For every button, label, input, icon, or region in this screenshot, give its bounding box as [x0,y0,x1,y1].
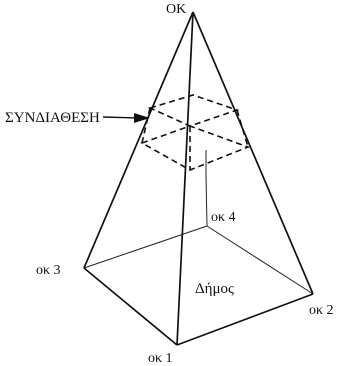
slab-bottom-face [140,125,251,171]
corner-label-ok4: οκ 4 [211,210,236,225]
edge-ok1-to-ok2 [176,293,314,346]
apex-label: ΟΚ [166,2,186,17]
cross-section-slab [140,94,251,171]
edge-ok3-to-ok4 [83,225,208,269]
edge-ok4-to-ok2 [206,225,314,295]
corner-label-ok1: οκ 1 [148,351,173,366]
slab-top-face [147,94,240,127]
annotation-label: ΣΥΝΔΙΑΘΕΣΗ [5,110,100,126]
slab-edge-right [236,109,249,148]
annotation-arrow [102,113,150,123]
hidden-edges [83,150,314,295]
arrow-shaft [102,116,138,119]
corner-label-ok2: οκ 2 [309,303,334,318]
slab-edge-left [141,107,151,144]
visible-edges [83,11,314,346]
corner-label-ok3: οκ 3 [36,263,61,278]
edge-apex-to-ok3 [83,11,194,269]
edge-ok3-to-ok1 [83,267,178,346]
base-label: Δήμος [195,281,234,297]
edge-apex-to-ok4 [205,150,208,227]
edge-apex-to-ok1 [176,11,194,346]
arrow-head [134,113,150,123]
edge-apex-to-ok2 [192,11,314,295]
